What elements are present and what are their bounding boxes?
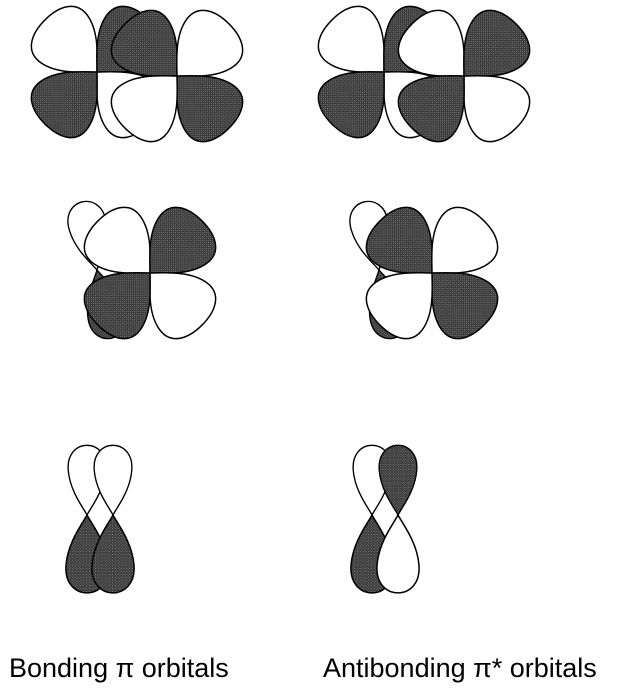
right-p-lobe-top (94, 445, 132, 515)
right-p-lobe-top (379, 445, 417, 515)
antibonding-pd-panel (346, 197, 508, 349)
antibonding-caption: Antibonding π* orbitals (323, 652, 597, 684)
antibonding-pp-panel (351, 445, 419, 593)
right-p-lobe-bottom (377, 515, 419, 593)
right-p-lobe-bottom (92, 515, 134, 593)
antibonding-dd-panel (308, 0, 540, 152)
bonding-pp-panel (66, 445, 134, 593)
bonding-dd-panel (21, 0, 253, 152)
bonding-caption: Bonding π orbitals (9, 652, 229, 684)
bonding-pd-panel (64, 197, 226, 349)
